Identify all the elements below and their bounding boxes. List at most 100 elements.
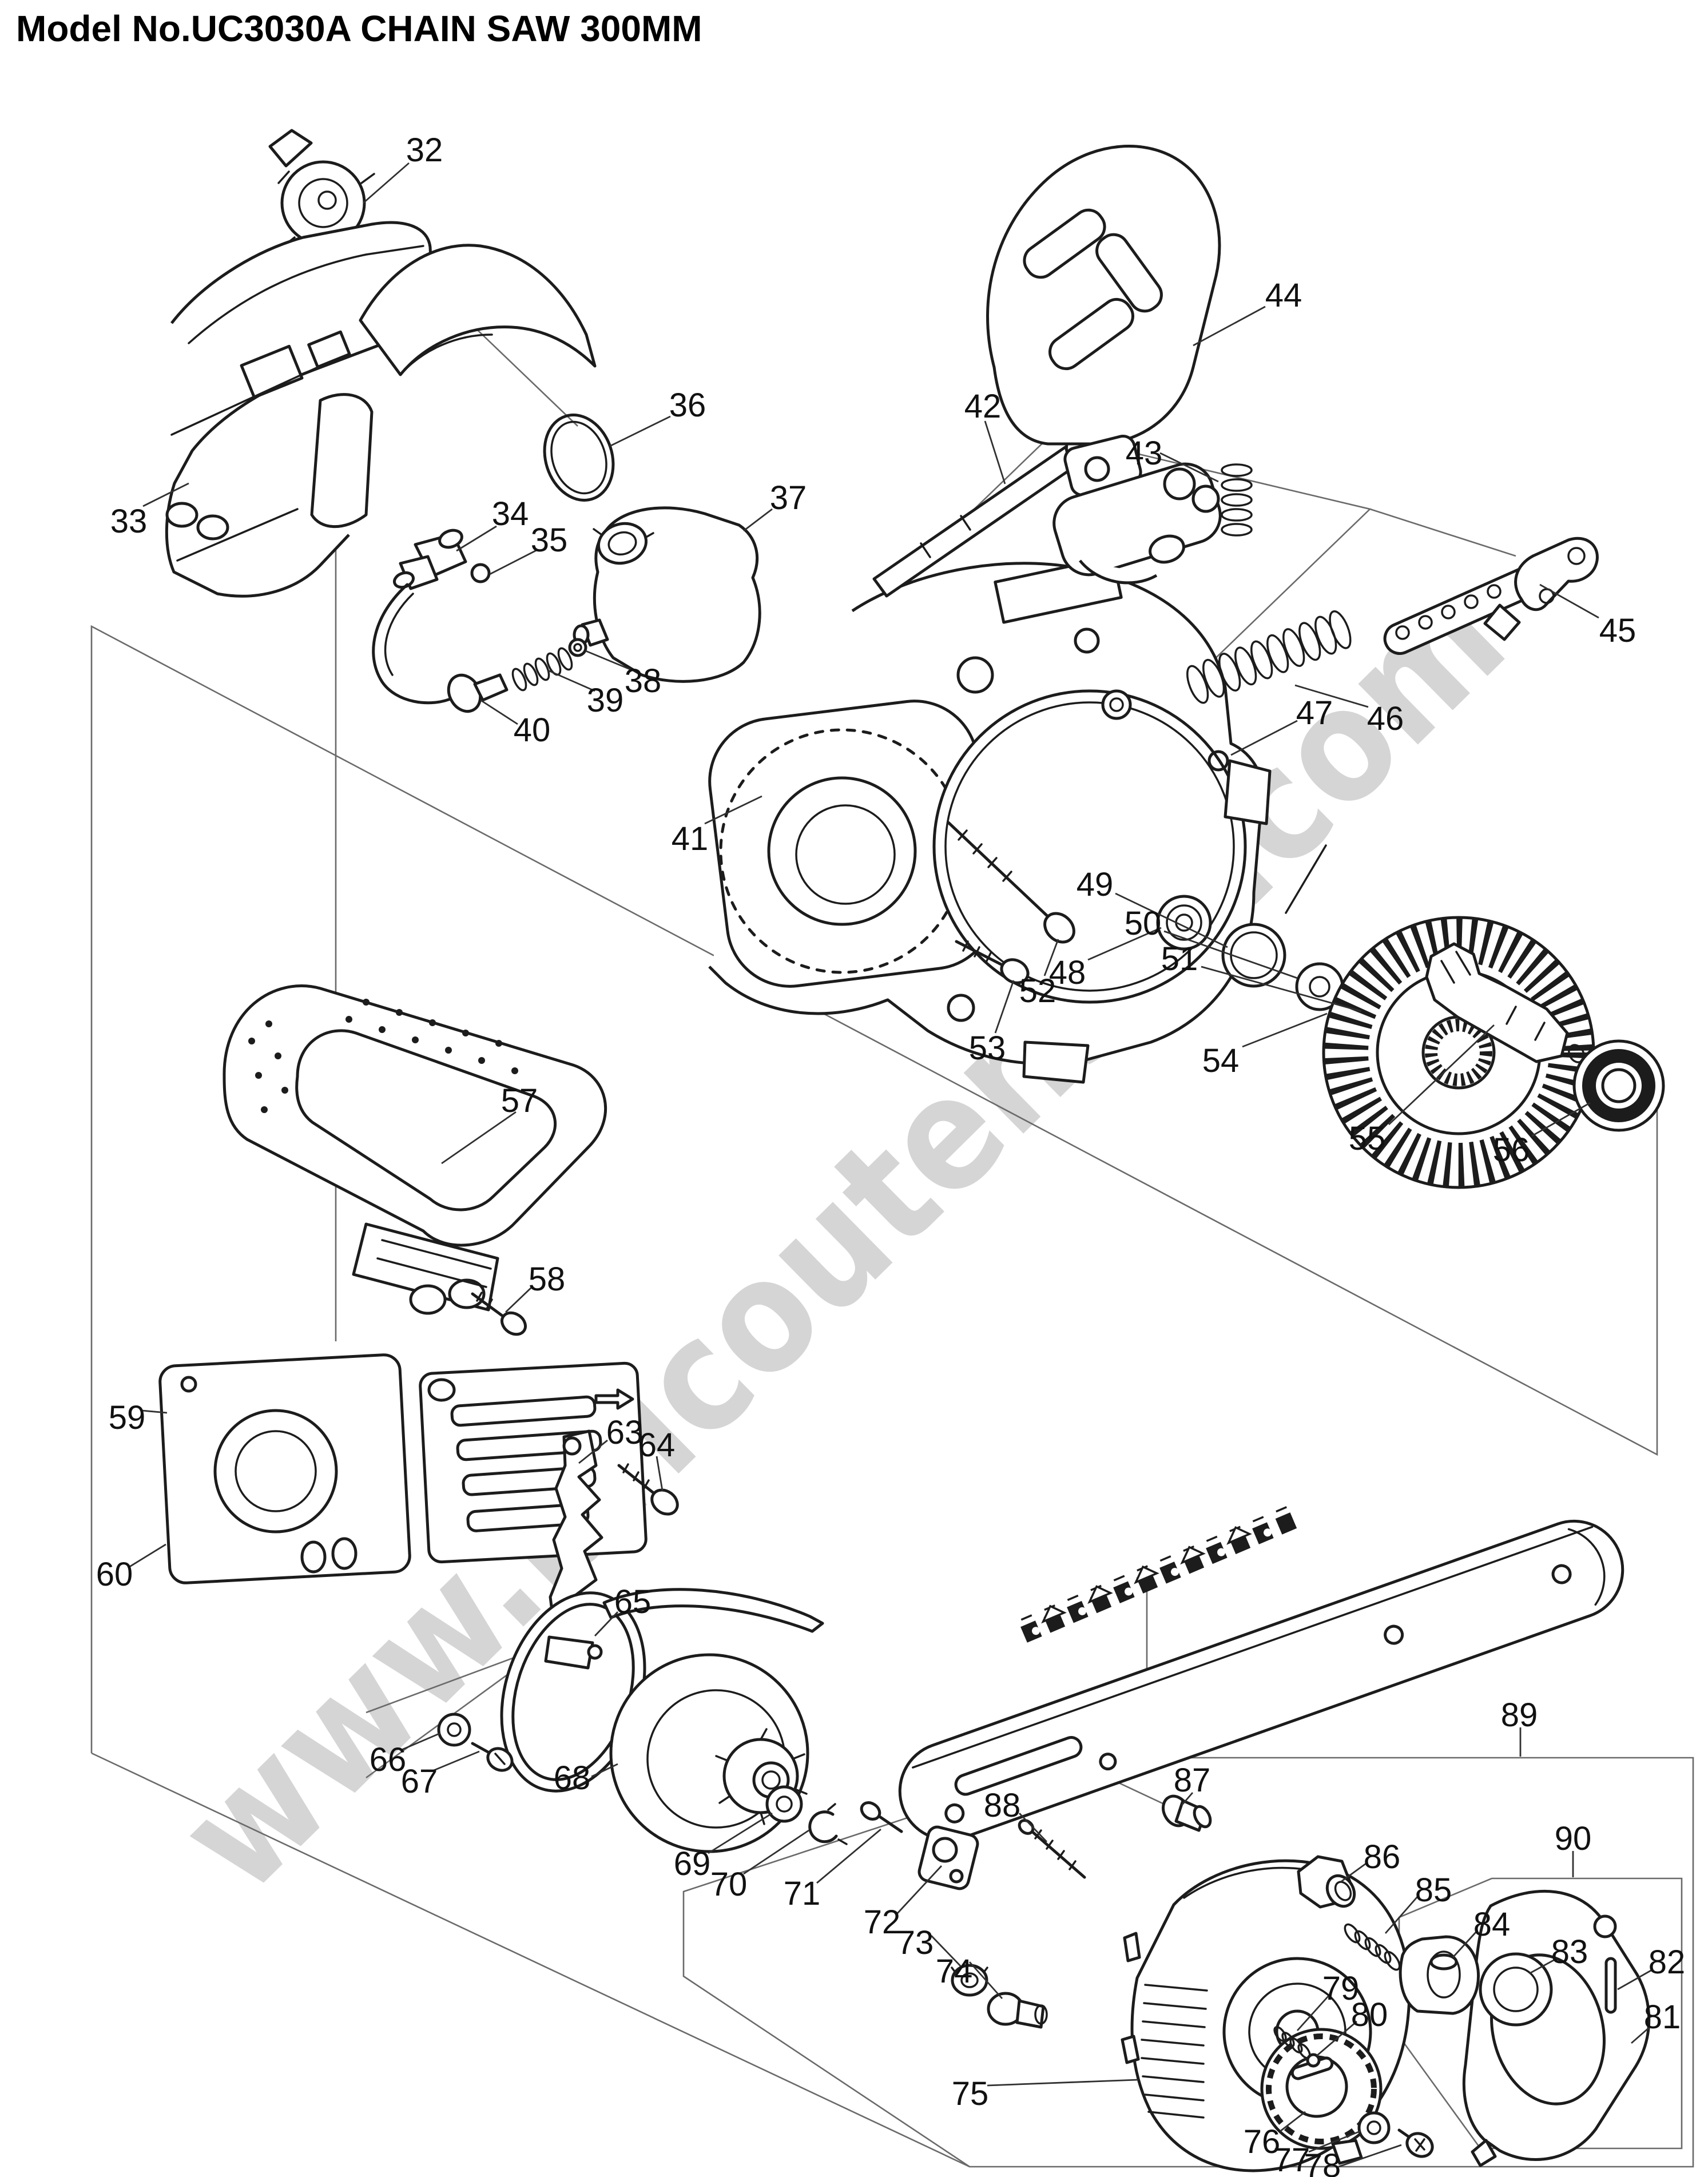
part-53-screw: [955, 940, 1030, 984]
part-label-34: 34: [492, 495, 529, 533]
part-45-lever-linkage: [1383, 537, 1599, 655]
part-label-66: 66: [370, 1741, 407, 1778]
part-69-washer: [765, 1785, 803, 1823]
part-label-53: 53: [969, 1030, 1006, 1067]
part-38-valve: [568, 638, 587, 657]
part-67-screw: [471, 1742, 514, 1772]
part-58-screw: [471, 1292, 527, 1336]
part-49-ring: [1221, 844, 1327, 988]
part-43-spring: [1221, 463, 1253, 537]
part-label-57: 57: [501, 1082, 538, 1119]
part-44-hand-guard: [986, 145, 1221, 497]
part-label-68: 68: [554, 1759, 591, 1797]
leader-lines: [128, 162, 1653, 2168]
part-68-clutch-drum: [609, 1653, 809, 1853]
part-70-eclip: [808, 1803, 848, 1845]
part-82-pin: [1604, 1957, 1617, 2014]
part-label-72: 72: [864, 1904, 901, 1941]
part-36-oring: [543, 414, 615, 502]
part-label-36: 36: [669, 387, 706, 424]
part-33-housing: [165, 221, 597, 598]
part-71-screw: [860, 1801, 903, 1833]
part-label-51: 51: [1161, 940, 1198, 978]
part-label-60: 60: [96, 1556, 133, 1593]
part-label-46: 46: [1367, 700, 1404, 737]
trigger-assembly: [1052, 462, 1222, 585]
part-guide-bar: [898, 1519, 1624, 1842]
part-46-spring: [1186, 610, 1352, 704]
part-85-spring: [1344, 1923, 1401, 1971]
part-88-tension-screw: [1018, 1819, 1086, 1879]
part-48-bearing: [1156, 895, 1212, 951]
part-label-52: 52: [1019, 972, 1056, 1010]
part-66-washer: [437, 1713, 471, 1747]
part-83-ring: [1479, 1952, 1553, 2027]
part-label-54: 54: [1202, 1042, 1240, 1079]
part-86-fitting: [1297, 1855, 1356, 1909]
part-label-41: 41: [672, 820, 709, 857]
part-label-87: 87: [1174, 1762, 1211, 1799]
part-64-screw: [617, 1463, 679, 1516]
part-label-67: 67: [401, 1763, 438, 1800]
part-label-73: 73: [897, 1924, 934, 1961]
part-label-55: 55: [1349, 1120, 1386, 1157]
part-34-elbow-fitting: [393, 529, 467, 590]
part-label-40: 40: [514, 712, 551, 749]
part-56-ball-bearing: [1572, 1039, 1665, 1132]
part-label-63: 63: [606, 1414, 644, 1451]
part-label-83: 83: [1551, 1933, 1588, 1971]
part-label-89: 89: [1501, 1697, 1538, 1734]
part-65-brake-band: [500, 1588, 824, 1793]
part-77-washer: [1357, 2111, 1391, 2144]
part-label-77: 77: [1273, 2142, 1310, 2177]
part-39-spring: [511, 647, 573, 692]
part-57-front-handle: [223, 984, 607, 1315]
part-label-42: 42: [964, 388, 1002, 425]
part-label-65: 65: [614, 1583, 652, 1620]
part-79-spring: [1273, 2026, 1311, 2059]
part-label-35: 35: [531, 522, 568, 559]
part-label-86: 86: [1364, 1838, 1401, 1876]
part-37-oil-tank: [573, 506, 761, 683]
part-52-screw: [947, 821, 1075, 944]
part-74-gear-piece: [987, 1992, 1048, 2029]
part-80-ball: [1306, 2053, 1321, 2068]
part-label-43: 43: [1126, 435, 1163, 472]
part-label-74: 74: [936, 1953, 973, 1990]
part-labels: 32 33 34 35 36 37 38 39 40 41 42 43 44 4…: [96, 132, 1686, 2177]
part-40-oil-tube: [372, 583, 509, 713]
part-label-79: 79: [1322, 1970, 1360, 2007]
part-41-motor-housing: [708, 555, 1272, 1084]
part-label-58: 58: [529, 1261, 566, 1298]
part-label-47: 47: [1296, 694, 1333, 732]
part-label-76: 76: [1244, 2123, 1281, 2160]
part-84-cap: [1399, 1935, 1480, 2015]
part-label-71: 71: [784, 1875, 821, 1912]
part-label-84: 84: [1473, 1906, 1511, 1943]
part-label-85: 85: [1415, 1872, 1452, 1909]
part-label-49: 49: [1077, 866, 1114, 903]
part-35-oring: [470, 563, 491, 583]
part-label-50: 50: [1125, 905, 1162, 942]
part-78-screw: [1397, 2128, 1434, 2158]
part-32-oil-cap: [268, 129, 375, 248]
part-label-82: 82: [1649, 1944, 1686, 1981]
part-47-oring: [1207, 750, 1229, 772]
part-label-75: 75: [952, 2075, 989, 2112]
part-label-70: 70: [710, 1866, 748, 1903]
part-label-80: 80: [1351, 1996, 1388, 2033]
part-label-59: 59: [109, 1399, 146, 1436]
part-87-oil-nozzle: [1162, 1794, 1212, 1832]
page-title: Model No.UC3030A CHAIN SAW 300MM: [16, 8, 702, 49]
part-label-44: 44: [1265, 277, 1302, 314]
part-saw-chain-links: [1020, 1505, 1301, 1643]
part-label-81: 81: [1644, 1999, 1681, 2036]
part-label-38: 38: [625, 662, 662, 700]
part-label-32: 32: [406, 132, 443, 169]
part-label-37: 37: [770, 479, 807, 517]
part-label-78: 78: [1304, 2147, 1341, 2177]
part-label-33: 33: [110, 503, 148, 540]
part-label-45: 45: [1599, 612, 1636, 649]
